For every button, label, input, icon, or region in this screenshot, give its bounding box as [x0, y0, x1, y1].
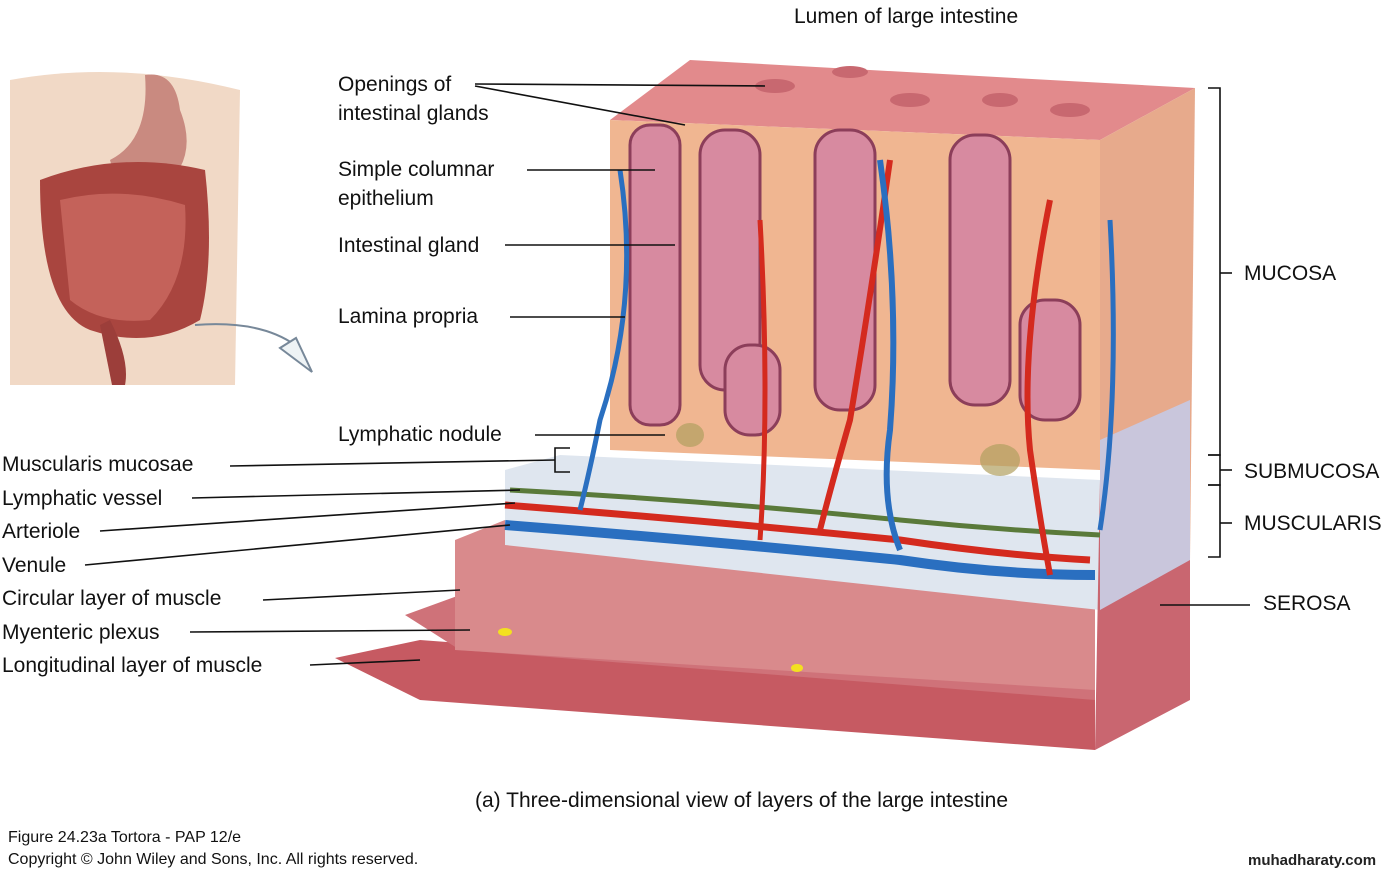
longitudinal-muscle-label: Longitudinal layer of muscle: [2, 654, 263, 677]
mucosa-label: MUCOSA: [1244, 262, 1337, 285]
watermark: muhadharaty.com: [1248, 852, 1377, 869]
columnar-label-line2: epithelium: [338, 187, 434, 210]
leader-lines: [84, 83, 1250, 666]
longitudinal-muscle-layer: [335, 640, 1095, 750]
circular-muscle-label: Circular layer of muscle: [2, 587, 222, 610]
myenteric-plexus-label: Myenteric plexus: [2, 621, 160, 644]
figure-caption: (a) Three-dimensional view of layers of …: [475, 789, 1009, 812]
submucosa-label: SUBMUCOSA: [1244, 460, 1380, 483]
inset-arrow: [194, 323, 296, 346]
circular-muscle-layer: [455, 520, 1095, 690]
tissue-block: [335, 60, 1195, 750]
arrow-head-icon: [278, 336, 313, 373]
copyright-notice: Copyright © John Wiley and Sons, Inc. Al…: [8, 851, 419, 868]
columnar-label-line1: Simple columnar: [338, 158, 495, 181]
serosa-label: SEROSA: [1263, 592, 1351, 615]
nodule-label: Lymphatic nodule: [338, 423, 502, 446]
gland-label: Intestinal gland: [338, 234, 480, 257]
lamina-label: Lamina propria: [338, 305, 479, 328]
figure-reference: Figure 24.23a Tortora - PAP 12/e: [8, 829, 242, 846]
arteriole-label: Arteriole: [2, 520, 81, 543]
muscularis-mucosae-label: Muscularis mucosae: [2, 453, 194, 476]
openings-label-line2: intestinal glands: [338, 102, 489, 125]
lymphatic-nodule: [980, 444, 1020, 476]
abdomen-inset: [10, 72, 240, 385]
openings-label-line1: Openings of: [338, 73, 452, 96]
venule-label: Venule: [2, 554, 67, 577]
lymphatic-vessel-label: Lymphatic vessel: [2, 487, 163, 510]
lumen-label: Lumen of large intestine: [794, 5, 1019, 28]
muscularis-label: MUSCULARIS: [1244, 512, 1382, 535]
